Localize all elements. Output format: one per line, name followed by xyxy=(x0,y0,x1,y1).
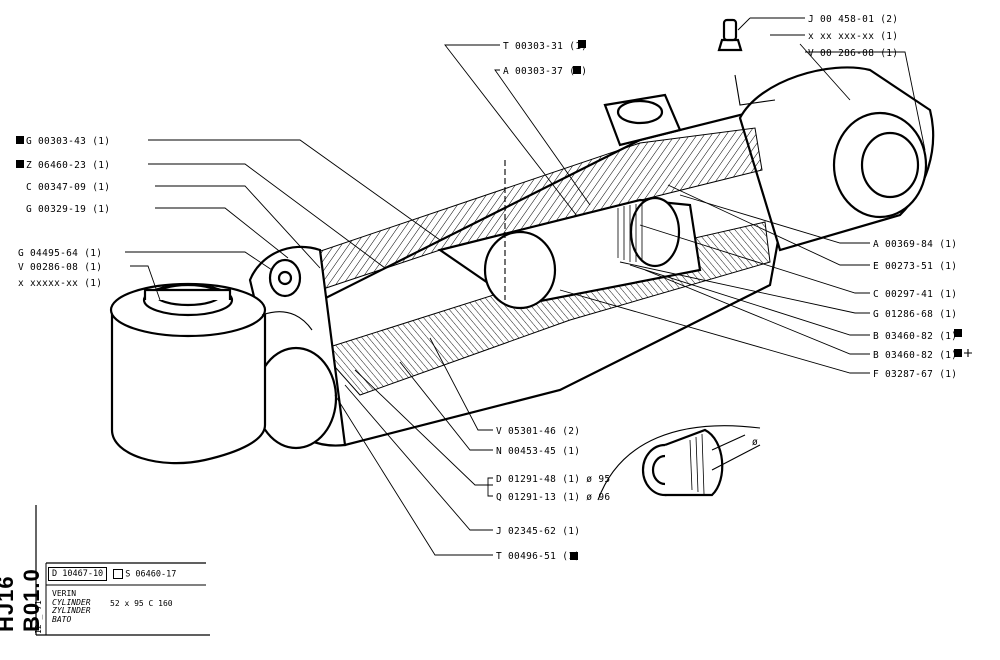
part-label: G 00303-43 (1) xyxy=(26,136,110,147)
part-label: G 00329-19 (1) xyxy=(26,204,110,215)
title-block xyxy=(0,505,215,640)
supersedes-number: S 06460-17 xyxy=(125,569,177,580)
part-label: V 05301-46 (2) xyxy=(496,426,580,437)
part-labels: J 00 458-01 (2) x xx xxx-xx (1) V 00 286-0… xyxy=(18,14,957,562)
part-label: G 04495-64 (1) xyxy=(18,248,102,259)
part-label: Z 06460-23 (1) xyxy=(26,160,110,171)
part-label: N 00453-45 (1) xyxy=(496,446,580,457)
rod-clevis xyxy=(109,282,267,465)
part-label: V 00 286-08 (1) xyxy=(808,48,898,59)
sheet-code: HJ16 B01.0 xyxy=(0,568,44,632)
part-label: T 00303-31 (1) xyxy=(503,41,587,52)
part-label: x xx xxx-xx (1) xyxy=(808,31,898,42)
name-it: BATO xyxy=(52,614,72,624)
part-label: J 02345-62 (1) xyxy=(496,526,580,537)
part-label: B 03460-82 (1) xyxy=(873,350,957,361)
checkbox-square-icon xyxy=(113,568,124,579)
name-fr: VERIN xyxy=(52,589,77,598)
title-block-frame xyxy=(35,505,210,636)
part-label: A 00303-37 (1) xyxy=(503,66,587,77)
part-label: Q 01291-13 (1) ø 96 xyxy=(496,492,610,503)
part-label: E 00273-51 (1) xyxy=(873,261,957,272)
part-label: x xxxxx-xx (1) xyxy=(18,278,102,289)
part-label: V 00286-08 (1) xyxy=(18,262,102,273)
name-de: ZYLINDER xyxy=(52,606,91,615)
part-label: C 00347-09 (1) xyxy=(26,182,110,193)
part-label: F 03287-67 (1) xyxy=(873,369,957,380)
black-markers xyxy=(16,40,972,560)
grease-nipple-left xyxy=(261,258,313,331)
dimension-spec: 52 x 95 C 160 xyxy=(110,599,173,608)
part-label: G 01286-68 (1) xyxy=(873,309,957,320)
cylinder-barrel xyxy=(248,18,935,450)
sheet-date: 12 _ 71 xyxy=(34,600,43,634)
leader-lines xyxy=(125,17,926,556)
drawing-number: D 10467-10 xyxy=(48,567,108,581)
svg-text:ø: ø xyxy=(752,437,758,448)
part-label: D 01291-48 (1) ø 95 xyxy=(496,474,610,485)
part-names: VERIN CYLINDER ZYLINDER BATO xyxy=(52,589,91,624)
part-label: B 03460-82 (1) xyxy=(873,331,957,342)
part-label: C 00297-41 (1) xyxy=(873,289,957,300)
part-label: A 00369-84 (1) xyxy=(873,239,957,250)
name-en: CYLINDER xyxy=(52,597,91,607)
part-label: T 00496-51 (1) xyxy=(496,551,580,562)
supersedes: S 06460-17 xyxy=(113,568,177,580)
part-label: J 00 458-01 (2) xyxy=(808,14,898,25)
title-block-row: D 10467-10 S 06460-17 xyxy=(48,566,176,582)
threaded-insert-detail: ø xyxy=(597,425,761,501)
